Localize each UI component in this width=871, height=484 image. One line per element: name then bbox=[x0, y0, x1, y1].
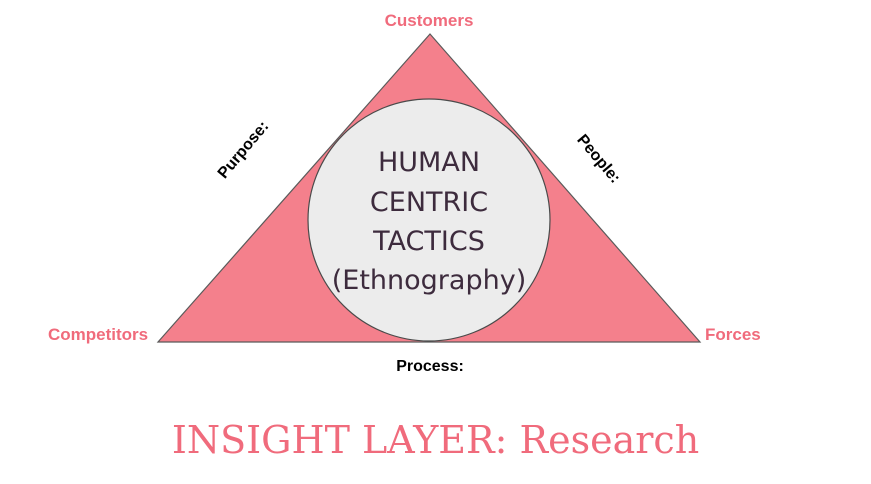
center-text-line-4: (Ethnography) bbox=[332, 265, 526, 296]
side-label-process: Process: bbox=[396, 358, 464, 375]
center-circle bbox=[307, 98, 551, 342]
center-text-line-2: CENTRIC bbox=[370, 187, 488, 218]
side-label-people: People: bbox=[573, 132, 623, 187]
center-text-line-3: TACTICS bbox=[372, 226, 485, 257]
vertex-label-customers: Customers bbox=[385, 11, 474, 30]
vertex-label-competitors: Competitors bbox=[48, 325, 148, 344]
side-label-purpose: Purpose: bbox=[215, 118, 273, 182]
vertex-label-forces: Forces bbox=[705, 325, 761, 344]
footer-title: INSIGHT LAYER: Research bbox=[171, 418, 700, 462]
center-text-line-1: HUMAN bbox=[378, 147, 480, 178]
